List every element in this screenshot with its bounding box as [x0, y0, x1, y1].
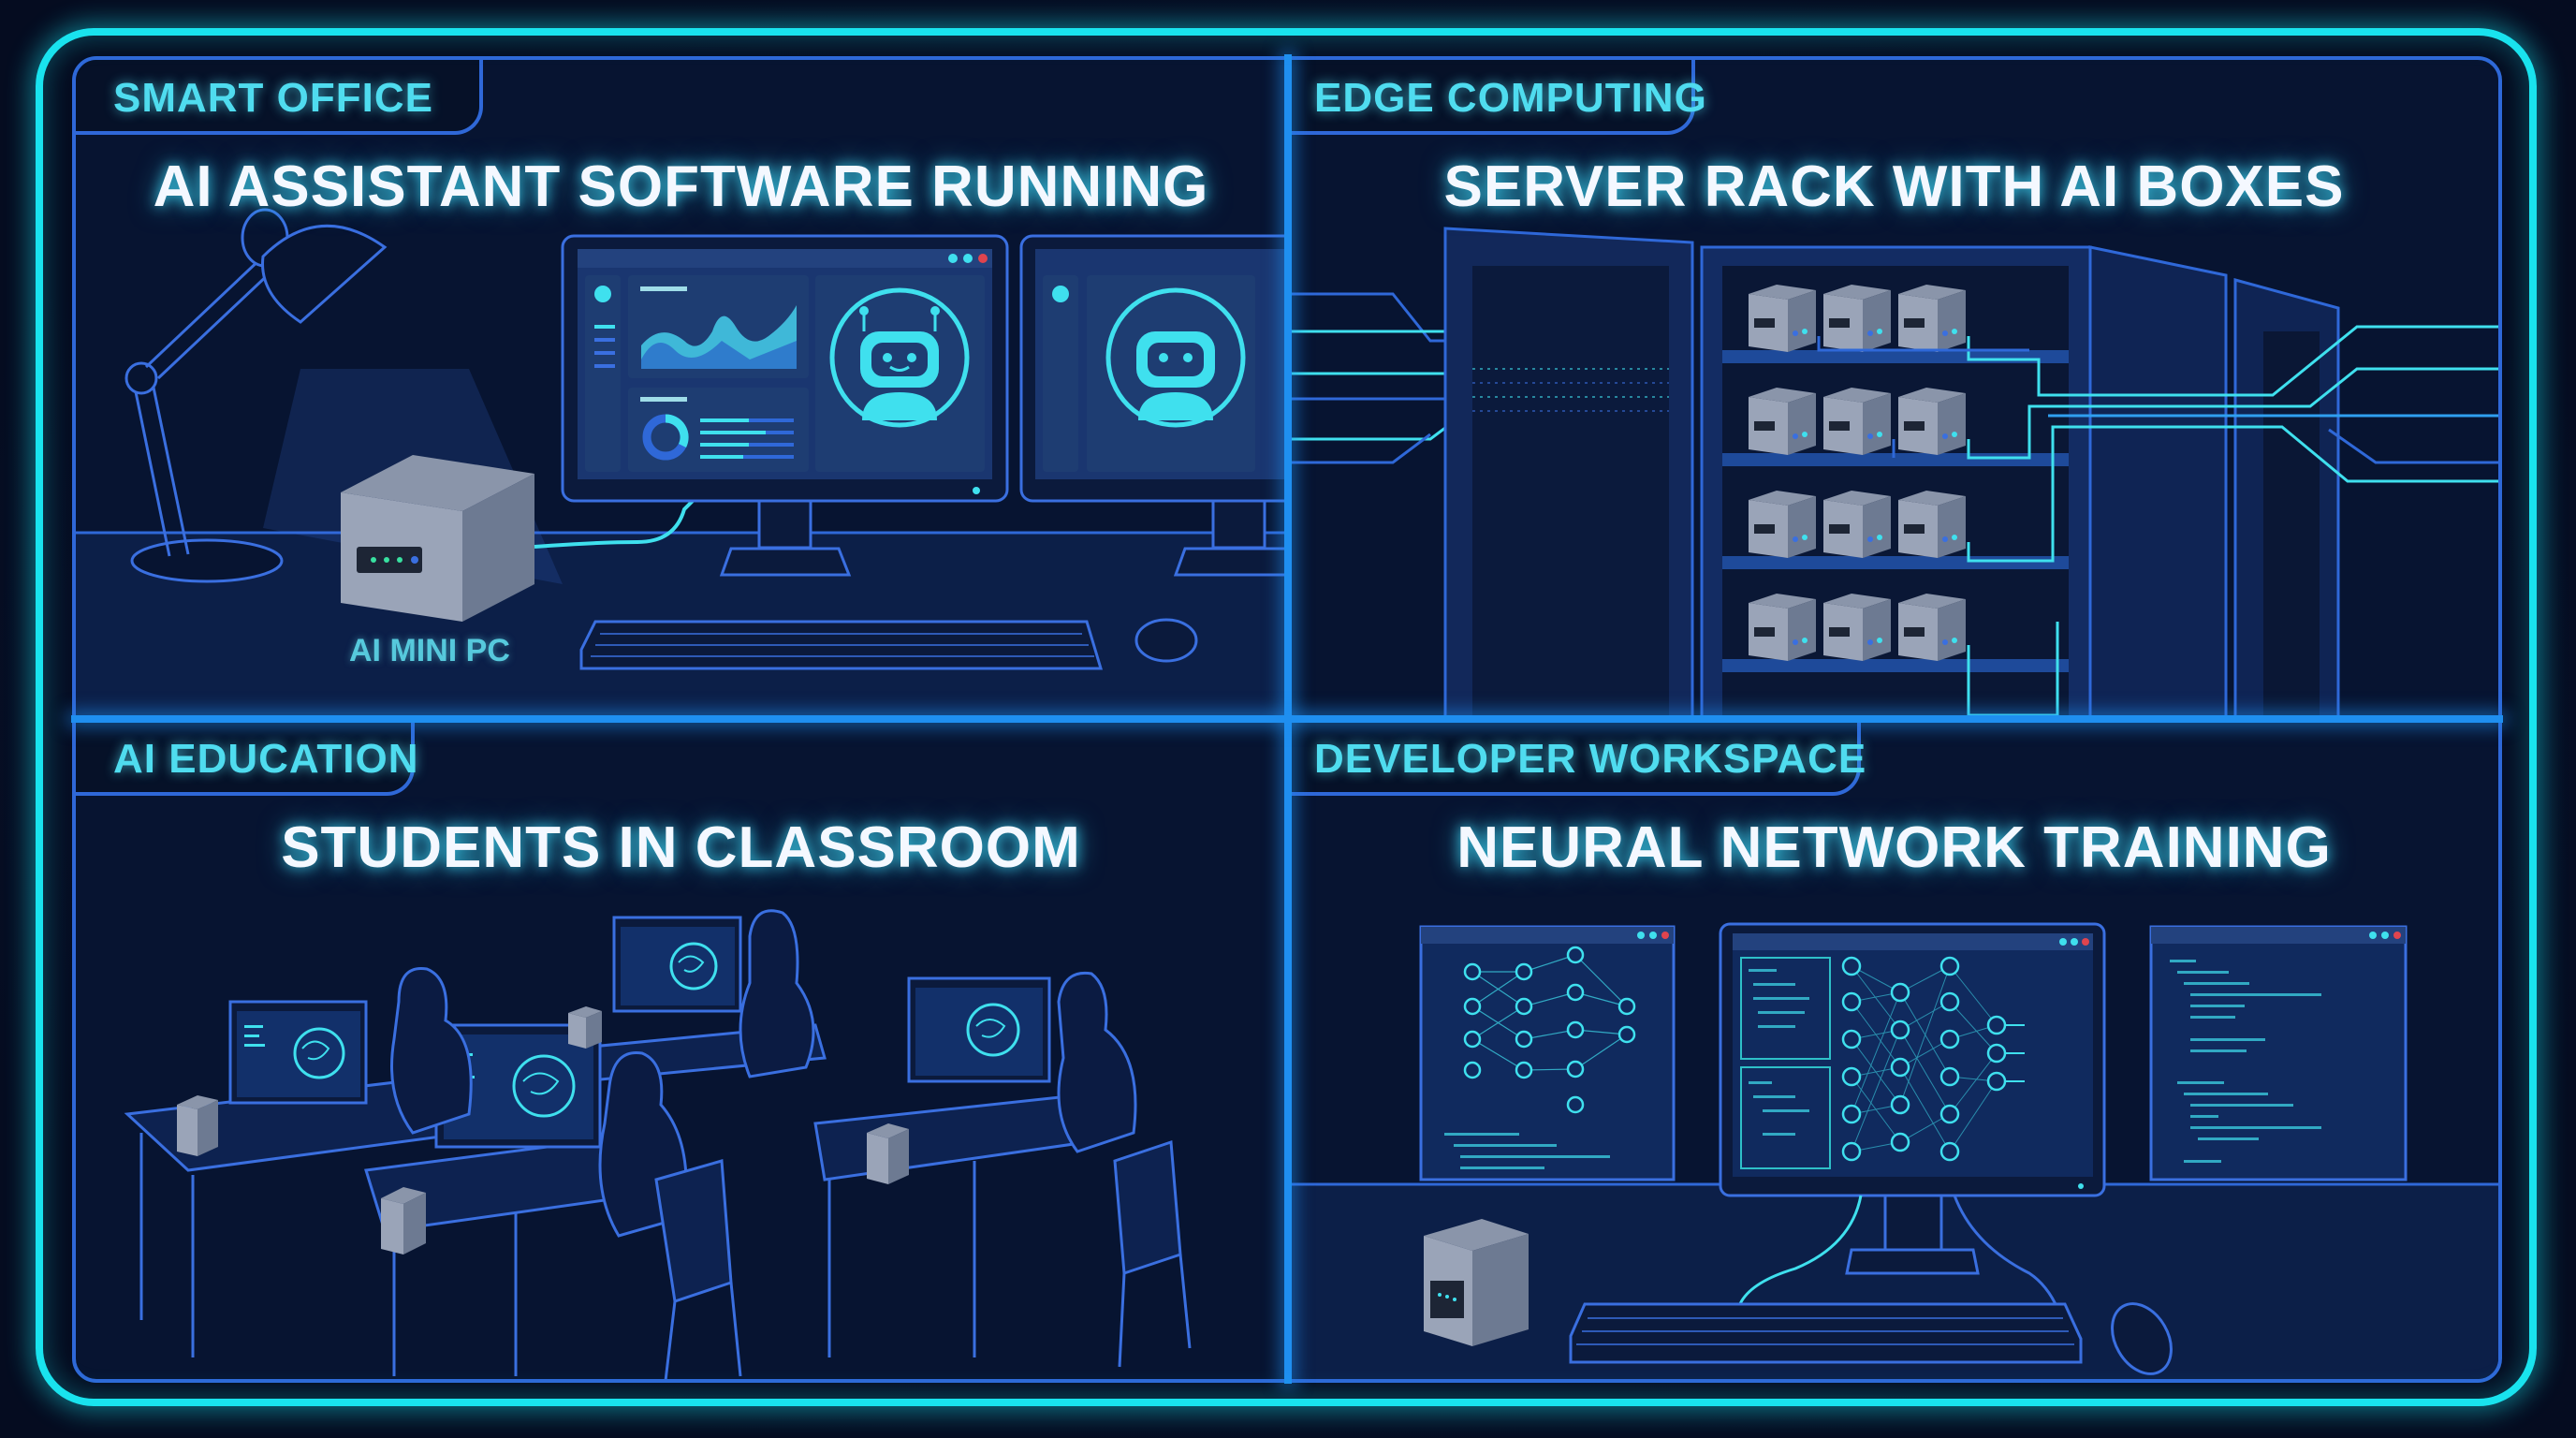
outer-glow-frame — [36, 28, 2537, 1406]
code-window-left — [1419, 925, 1676, 1181]
ai-education-scene — [124, 909, 1192, 1379]
tab-label: DEVELOPER WORKSPACE — [1314, 736, 1867, 782]
panel-title: NEURAL NETWORK TRAINING — [1456, 815, 2332, 880]
monitor-dashboard — [561, 234, 1009, 577]
tab-label: AI EDUCATION — [113, 736, 419, 782]
tab-label: EDGE COMPUTING — [1314, 75, 1707, 121]
monitor-robot — [1019, 234, 1286, 577]
panel-edge-computing: EDGE COMPUTING SERVER RACK WITH AI BOXES — [1286, 56, 2502, 721]
panel-title: AI ASSISTANT SOFTWARE RUNNING — [153, 154, 1209, 219]
ai-mini-pc-icon — [1424, 1219, 1529, 1346]
panel-title: STUDENTS IN CLASSROOM — [281, 815, 1081, 880]
keyboard-icon — [1569, 1302, 2083, 1364]
robot-assistant-icon — [829, 287, 970, 428]
device-label: AI MINI PC — [349, 633, 510, 668]
tab-developer-workspace: DEVELOPER WORKSPACE — [1290, 721, 1866, 796]
network-lines-left — [1290, 292, 1450, 464]
chairs — [654, 1139, 1192, 1379]
panel-ai-education: AI EDUCATION STUDENTS IN CLASSROOM — [72, 717, 1290, 1383]
neural-network-monitor — [1719, 922, 2106, 1340]
ai-mini-pc-icon — [341, 455, 695, 622]
network-cables — [1817, 325, 2498, 717]
tab-ai-education: AI EDUCATION — [76, 721, 418, 796]
developer-workspace-scene — [1290, 922, 2498, 1379]
code-window-right — [2149, 925, 2408, 1181]
smart-office-scene — [76, 208, 1286, 717]
divider-horizontal — [71, 715, 2503, 723]
mouse-icon — [1134, 618, 1198, 663]
tab-edge-computing: EDGE COMPUTING — [1290, 60, 1706, 135]
panel-developer-workspace: DEVELOPER WORKSPACE NEURAL NETWORK TRAIN… — [1286, 717, 2502, 1383]
keyboard-icon — [579, 620, 1104, 670]
panel-title: SERVER RACK WITH AI BOXES — [1443, 154, 2345, 219]
mouse-icon — [2111, 1302, 2173, 1375]
tab-smart-office: SMART OFFICE — [76, 60, 483, 135]
rack-door — [1443, 227, 1694, 717]
classroom-mini-pcs — [177, 1006, 909, 1255]
tab-label: SMART OFFICE — [113, 75, 433, 121]
panel-smart-office: SMART OFFICE AI ASSISTANT SOFTWARE RUNNI… — [72, 56, 1290, 721]
edge-computing-scene — [1290, 60, 2498, 717]
